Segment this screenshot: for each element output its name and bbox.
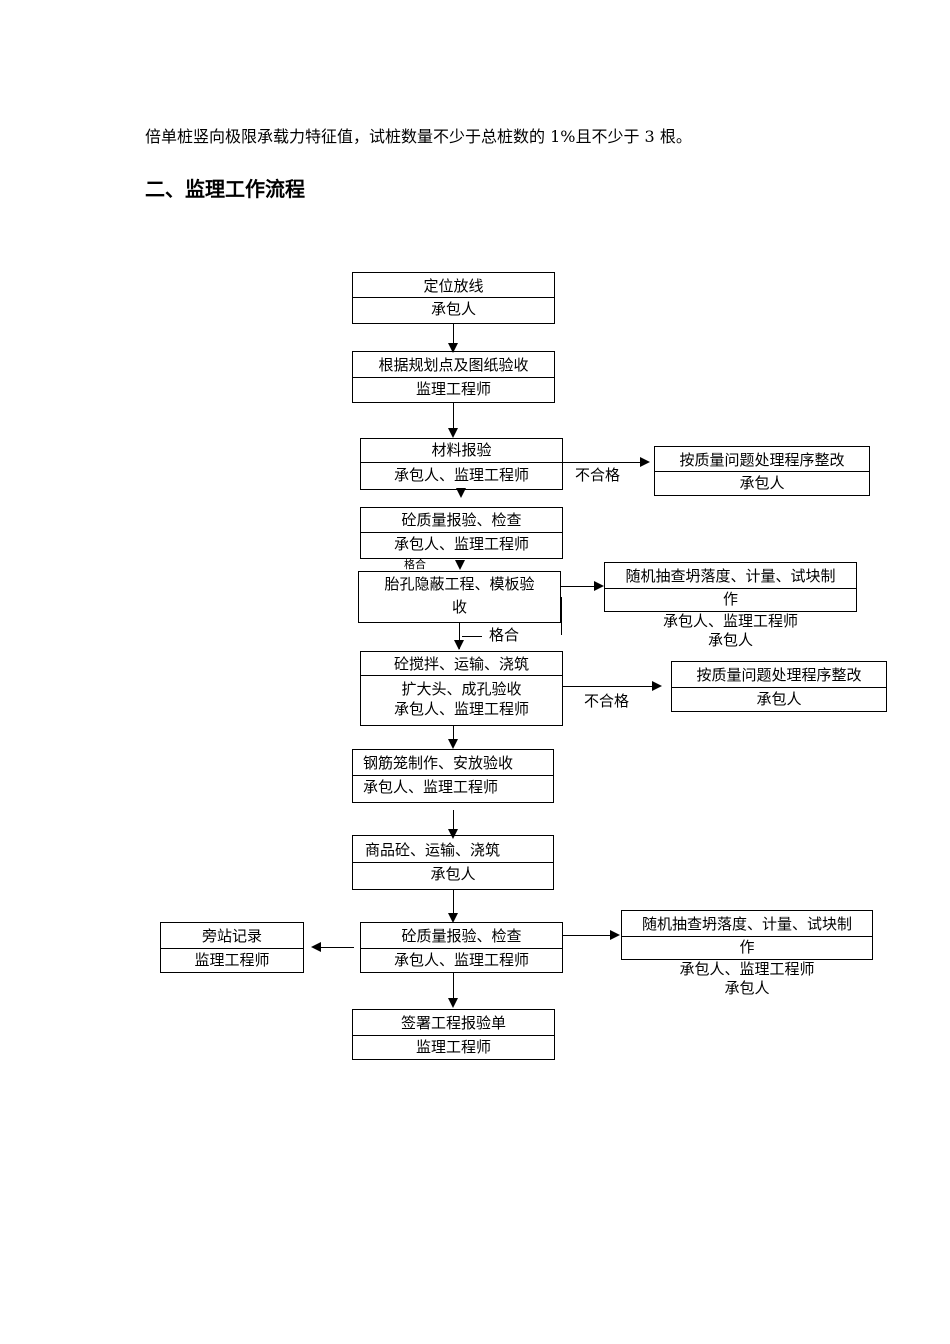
connector xyxy=(462,636,482,637)
pass-label: 格合 xyxy=(404,558,426,571)
step-divider xyxy=(352,377,555,378)
arrow-down-icon xyxy=(455,560,465,570)
step-title: 钢筋笼制作、安放验收 xyxy=(363,754,514,772)
step-title: 砼搅拌、运输、浇筑 xyxy=(393,655,529,673)
connector xyxy=(320,947,354,948)
side-divider xyxy=(604,588,857,589)
arrow-right-icon xyxy=(640,457,650,467)
step-role: 承包人、监理工程师 xyxy=(393,700,529,718)
step-divider xyxy=(360,675,563,676)
step-title: 胎孔隐蔽工程、模板验 xyxy=(384,575,535,593)
side-title-cont: 作 xyxy=(739,938,755,956)
side-title: 按质量问题处理程序整改 xyxy=(679,451,845,469)
section-heading: 二、监理工作流程 xyxy=(145,177,305,201)
step-box-concrete-quality xyxy=(360,507,563,559)
side-divider xyxy=(654,471,870,472)
step-box-mixing-casting xyxy=(360,651,563,726)
side-box-on-site-record xyxy=(160,922,304,973)
step-box-hidden-works xyxy=(358,571,561,623)
step-role: 承包人、监理工程师 xyxy=(363,778,499,796)
arrow-down-icon xyxy=(448,739,458,749)
connector xyxy=(459,623,460,649)
side-role: 承包人、监理工程师 xyxy=(662,612,798,630)
side-title: 旁站记录 xyxy=(201,927,262,945)
step-divider xyxy=(352,862,554,863)
step-divider xyxy=(360,532,563,533)
step-role: 承包人、监理工程师 xyxy=(393,951,529,969)
side-role: 承包人 xyxy=(739,474,785,492)
step-title: 砼质量报验、检查 xyxy=(401,927,522,945)
arrow-right-icon xyxy=(594,581,604,591)
step-divider xyxy=(352,297,555,298)
side-role: 监理工程师 xyxy=(194,951,270,969)
step-role: 承包人 xyxy=(430,865,476,883)
arrow-down-icon xyxy=(448,428,458,438)
step-title: 签署工程报验单 xyxy=(400,1014,506,1032)
step-title: 商品砼、运输、浇筑 xyxy=(365,841,501,859)
step-box-positioning xyxy=(352,272,555,324)
step-divider xyxy=(352,775,554,776)
step-title: 根据规划点及图纸验收 xyxy=(378,356,529,374)
connector xyxy=(563,935,611,936)
connector xyxy=(360,462,642,463)
arrow-down-icon xyxy=(448,343,458,353)
connector xyxy=(453,890,454,914)
fail-label: 不合格 xyxy=(575,466,621,485)
connector xyxy=(453,403,454,429)
step-role: 监理工程师 xyxy=(415,1038,491,1056)
step-box-concrete-quality-2 xyxy=(360,922,563,973)
side-title: 随机抽查坍落度、计量、试块制 xyxy=(641,915,852,933)
arrow-down-icon xyxy=(456,488,466,498)
side-role: 承包人、监理工程师 xyxy=(679,960,815,978)
step-title: 定位放线 xyxy=(423,277,484,295)
step-box-sign-report xyxy=(352,1009,555,1060)
arrow-right-icon xyxy=(610,930,620,940)
side-role-2: 承包人 xyxy=(707,631,753,649)
fail-label: 不合格 xyxy=(584,692,630,711)
step-role: 承包人、监理工程师 xyxy=(393,466,529,484)
step-title: 材料报验 xyxy=(431,441,492,459)
connector xyxy=(453,810,454,830)
side-box-random-check xyxy=(604,562,857,612)
side-box-random-check xyxy=(621,910,873,960)
step-box-rebar-cage xyxy=(352,749,554,803)
arrow-left-icon xyxy=(311,942,321,952)
step-divider xyxy=(360,948,563,949)
side-title: 按质量问题处理程序整改 xyxy=(696,666,862,684)
step-role: 承包人、监理工程师 xyxy=(393,535,529,553)
connector xyxy=(453,973,454,999)
step-role: 监理工程师 xyxy=(415,380,491,398)
connector xyxy=(453,324,454,344)
side-box-rectify xyxy=(671,661,887,712)
connector xyxy=(563,686,653,687)
side-divider xyxy=(621,936,873,937)
step-title-cont: 收 xyxy=(451,598,467,616)
connector xyxy=(561,597,562,635)
arrow-right-icon xyxy=(652,681,662,691)
side-divider xyxy=(160,948,304,949)
connector xyxy=(561,586,596,587)
arrow-down-icon xyxy=(448,913,458,923)
step-line2: 扩大头、成孔验收 xyxy=(401,680,522,698)
step-role: 承包人 xyxy=(430,300,476,318)
side-title: 随机抽查坍落度、计量、试块制 xyxy=(625,567,836,585)
step-divider xyxy=(352,1035,555,1036)
body-paragraph: 倍单桩竖向极限承载力特征值，试桩数量不少于总桩数的 1%且不少于 3 根。 xyxy=(145,127,692,146)
side-role-2: 承包人 xyxy=(724,979,770,997)
side-divider xyxy=(671,687,887,688)
arrow-down-icon xyxy=(448,829,458,839)
step-title: 砼质量报验、检查 xyxy=(401,511,522,529)
connector xyxy=(453,726,454,740)
arrow-down-icon xyxy=(454,640,464,650)
arrow-down-icon xyxy=(448,998,458,1008)
pass-label: 格合 xyxy=(486,626,523,645)
side-role: 承包人 xyxy=(756,690,802,708)
side-title-cont: 作 xyxy=(722,590,738,608)
